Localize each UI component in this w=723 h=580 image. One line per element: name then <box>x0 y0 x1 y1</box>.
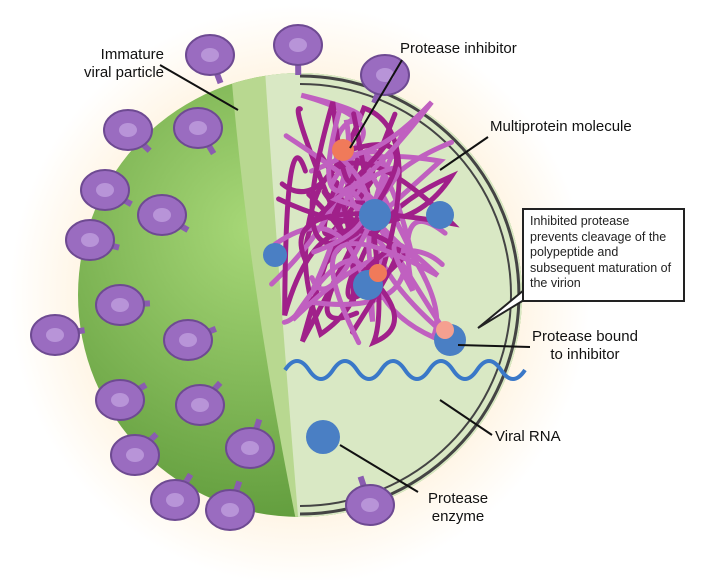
polyprotein-strand <box>269 92 366 287</box>
viral-rna <box>283 359 527 381</box>
label-viral-rna: Viral RNA <box>495 428 561 445</box>
spike-icon <box>30 314 86 356</box>
protease-enzyme-icon <box>306 420 340 454</box>
envelope-spikes <box>30 24 410 531</box>
spike-icon <box>65 219 120 261</box>
spike-icon <box>110 431 160 476</box>
label-line: enzyme <box>431 508 485 525</box>
label-line: viral particle <box>84 64 165 81</box>
spike-icon <box>80 169 133 211</box>
label-protease-bound: Protease bound to inhibitor <box>532 328 638 364</box>
label-immature-particle: Immature viral particle <box>84 46 164 82</box>
polyprotein-strand <box>330 219 448 346</box>
spike-icon <box>163 319 217 361</box>
spike-icon <box>205 480 255 531</box>
protease-inhibitors <box>332 139 454 339</box>
polyprotein-strand <box>283 133 401 292</box>
spike-icon <box>175 380 225 426</box>
polyprotein-strand <box>298 134 460 262</box>
label-line: Immature <box>100 46 165 63</box>
spike-icon <box>225 418 275 469</box>
polyprotein-strand <box>309 101 399 246</box>
spike-icon <box>95 379 148 421</box>
spike-icon <box>95 284 151 326</box>
callout-tail <box>477 289 525 329</box>
spike-icon <box>360 54 410 105</box>
spike-icon <box>185 34 235 85</box>
spike-icon <box>345 475 395 526</box>
leader-lines <box>159 59 531 493</box>
spike-icon <box>137 194 190 236</box>
label-multiprotein: Multiprotein molecule <box>490 118 632 135</box>
callout-box: Inhibited protease prevents cleavage of … <box>522 208 685 302</box>
label-protease-inhibitor: Protease inhibitor <box>400 40 517 57</box>
label-protease-enzyme: Protease enzyme <box>428 490 488 526</box>
spike-icon <box>173 107 223 156</box>
spike-icon <box>103 109 153 153</box>
spike-icon <box>150 472 200 521</box>
capsid-shell-inner <box>299 83 512 507</box>
spike-icon <box>273 24 323 76</box>
label-line: to inhibitor <box>550 346 620 363</box>
label-line: Protease <box>428 490 489 507</box>
label-line: Protease bound <box>532 328 638 345</box>
